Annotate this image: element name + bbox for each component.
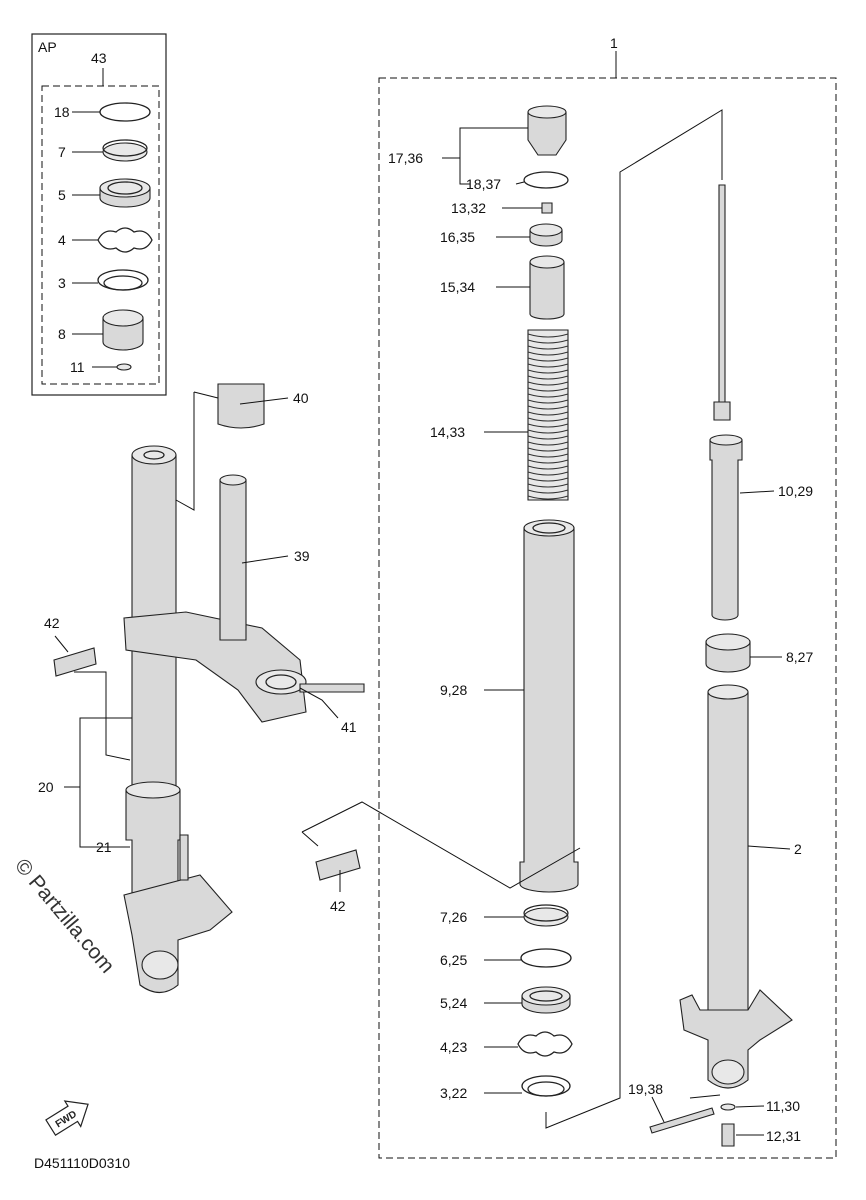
label-16-35[interactable]: 16,35 xyxy=(440,229,475,245)
inset-label-11[interactable]: 11 xyxy=(70,359,85,375)
collar-8 xyxy=(102,309,144,351)
label-39[interactable]: 39 xyxy=(294,548,310,564)
clip-3 xyxy=(97,269,149,291)
label-4-23[interactable]: 4,23 xyxy=(440,1039,467,1055)
watermark: © Partzilla.com xyxy=(10,854,119,977)
inset-label-3[interactable]: 3 xyxy=(58,275,66,291)
label-8-27[interactable]: 8,27 xyxy=(786,649,813,665)
inset-label-7[interactable]: 7 xyxy=(58,144,66,160)
bushing-7 xyxy=(102,139,148,162)
label-41[interactable]: 41 xyxy=(341,719,357,735)
inset-ap-label: AP xyxy=(38,39,57,55)
assembly-label[interactable]: 1 xyxy=(610,35,618,51)
clip-3-22 xyxy=(521,1075,571,1097)
label-3-22[interactable]: 3,22 xyxy=(440,1085,467,1101)
outer-tube xyxy=(519,527,579,893)
center-exploded-parts: 17,36 18,37 13,32 16,35 15,34 14,33 9,28… xyxy=(301,105,723,1129)
fwd-arrow-icon: FWD xyxy=(45,1100,89,1136)
inset-label-4[interactable]: 4 xyxy=(58,232,66,248)
inset-label-18[interactable]: 18 xyxy=(54,104,70,120)
inset-label-5[interactable]: 5 xyxy=(58,187,66,203)
label-10-29[interactable]: 10,29 xyxy=(778,483,813,499)
cartridge xyxy=(709,439,743,621)
label-17-36[interactable]: 17,36 xyxy=(388,150,423,166)
label-18-37[interactable]: 18,37 xyxy=(466,176,501,192)
assembly-1-box: 1 xyxy=(378,35,837,1159)
diagram-code: D451110D0310 xyxy=(34,1155,130,1171)
inner-tube xyxy=(707,691,749,1011)
bushing-7-26 xyxy=(523,904,569,927)
label-20[interactable]: 20 xyxy=(38,779,54,795)
oil-seal-4-23 xyxy=(517,1031,573,1057)
washer-5-24 xyxy=(521,986,571,1014)
label-2[interactable]: 2 xyxy=(794,841,802,857)
label-5-24[interactable]: 5,24 xyxy=(440,995,467,1011)
washer-5 xyxy=(99,178,151,208)
bolt-41 xyxy=(299,683,365,693)
bolt-19-38 xyxy=(649,1107,715,1134)
nut xyxy=(541,202,553,214)
label-12-31[interactable]: 12,31 xyxy=(766,1128,801,1144)
label-42-left[interactable]: 42 xyxy=(44,615,60,631)
collar-8-27 xyxy=(705,633,751,673)
ring-18 xyxy=(99,102,151,122)
o-ring xyxy=(523,171,569,189)
label-40[interactable]: 40 xyxy=(293,390,309,406)
washer-11-30 xyxy=(720,1103,736,1111)
label-19-38[interactable]: 19,38 xyxy=(628,1081,663,1097)
washer-11 xyxy=(116,363,132,371)
axle-bracket xyxy=(679,989,793,1089)
label-13-32[interactable]: 13,32 xyxy=(451,200,486,216)
label-11-30[interactable]: 11,30 xyxy=(766,1098,800,1114)
label-14-33[interactable]: 14,33 xyxy=(430,424,465,440)
left-fork-assembly: 40 39 42 41 20 21 xyxy=(38,383,365,994)
inset-label-8[interactable]: 8 xyxy=(58,326,66,342)
label-21[interactable]: 21 xyxy=(96,839,112,855)
steering-shaft xyxy=(219,479,247,641)
label-15-34[interactable]: 15,34 xyxy=(440,279,475,295)
label-9-28[interactable]: 9,28 xyxy=(440,682,467,698)
emblem-42b xyxy=(315,849,361,881)
washer-6-25 xyxy=(520,948,572,968)
label-42-center[interactable]: 42 xyxy=(330,898,346,914)
cover-40 xyxy=(217,383,265,429)
inset-kit-ap: AP 43 18 7 xyxy=(31,33,167,396)
axle-bracket-left xyxy=(123,874,233,994)
fork-spring xyxy=(527,329,569,501)
label-7-26[interactable]: 7,26 xyxy=(440,909,467,925)
spacer xyxy=(529,261,565,320)
damper-rod xyxy=(718,184,726,406)
oil-seal-4 xyxy=(97,227,153,253)
inset-group-number[interactable]: 43 xyxy=(91,50,107,66)
label-6-25[interactable]: 6,25 xyxy=(440,952,467,968)
right-fork-parts: 10,29 8,27 2 19,38 11,30 12,31 xyxy=(628,184,813,1147)
bolt-12-31 xyxy=(721,1123,735,1147)
emblem-42a xyxy=(53,647,97,677)
